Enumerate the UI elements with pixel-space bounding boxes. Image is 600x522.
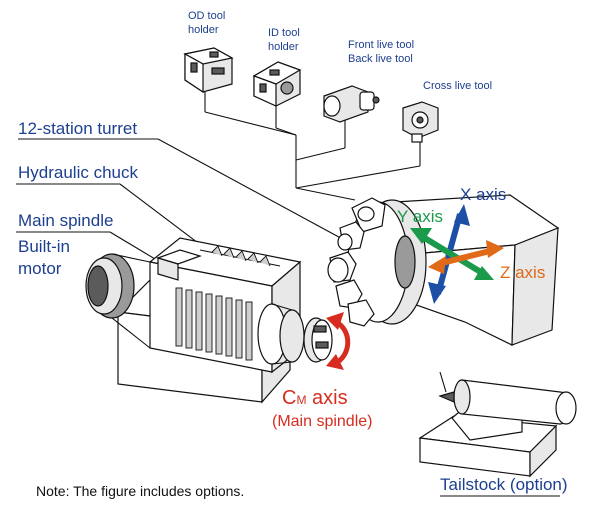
y-axis-label: Y axis bbox=[397, 207, 443, 226]
cm-axis-label: CM axis bbox=[282, 387, 348, 409]
cross-live-tool-icon bbox=[402, 101, 439, 143]
tool-connector-lines bbox=[204, 92, 421, 201]
id-tool-holder-icon bbox=[252, 61, 302, 107]
y-axis-arrow bbox=[410, 228, 494, 280]
cm-axis-c: C bbox=[282, 387, 296, 409]
cm-axis-note: (Main spindle) bbox=[272, 413, 372, 430]
tailstock-icon bbox=[418, 371, 577, 478]
x-axis-label: X axis bbox=[460, 185, 506, 204]
front-live-tool-label: Front live tool bbox=[348, 39, 414, 51]
front-back-live-tool-icon bbox=[323, 85, 380, 123]
cm-axis-subscript: M bbox=[296, 393, 306, 407]
cm-axis-rest: axis bbox=[306, 387, 347, 409]
cooling-fins bbox=[175, 287, 253, 361]
note-text: Note: The figure includes options. bbox=[36, 483, 244, 499]
z-axis-arrow bbox=[428, 240, 504, 274]
back-live-tool-label: Back live tool bbox=[348, 53, 413, 65]
od-tool-holder-icon bbox=[183, 47, 234, 94]
cm-axis-rotation-arrow bbox=[326, 312, 351, 370]
od-tool-holder-label-line2: holder bbox=[188, 24, 219, 36]
turret-assembly bbox=[327, 194, 560, 346]
hydraulic-chuck-label: Hydraulic chuck bbox=[18, 163, 138, 182]
id-tool-holder-label-line1: ID tool bbox=[268, 27, 300, 39]
cross-live-tool-label: Cross live tool bbox=[423, 80, 492, 92]
z-axis-label: Z axis bbox=[500, 263, 545, 282]
od-tool-holder-label-line1: OD tool bbox=[188, 10, 225, 22]
built-in-motor-label-line2: motor bbox=[18, 259, 62, 278]
headstock-assembly bbox=[85, 237, 333, 404]
id-tool-holder-label-line2: holder bbox=[268, 41, 299, 53]
main-spindle-label: Main spindle bbox=[18, 211, 113, 230]
turret-label: 12-station turret bbox=[18, 119, 137, 138]
tailstock-label: Tailstock (option) bbox=[440, 475, 568, 494]
built-in-motor-label-line1: Built-in bbox=[18, 237, 70, 256]
